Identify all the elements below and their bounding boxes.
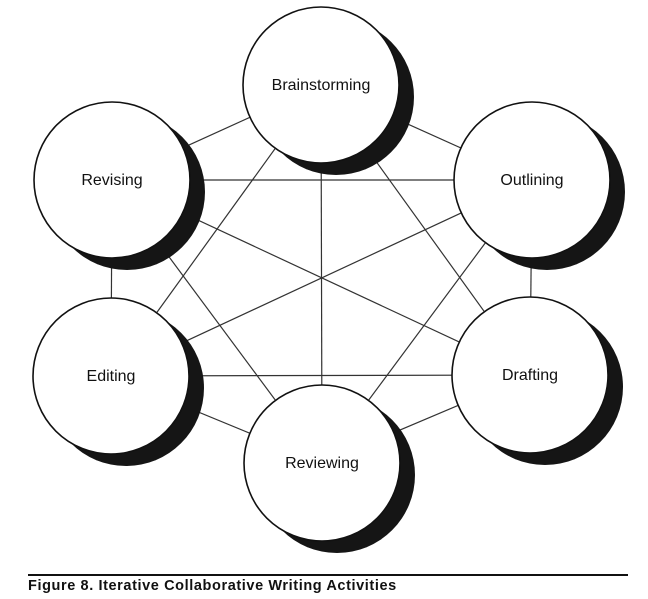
node-drafting: Drafting bbox=[451, 296, 623, 465]
node-circle bbox=[33, 101, 191, 259]
node-label-brainstorming: Brainstorming bbox=[272, 77, 371, 94]
node-circle bbox=[32, 297, 190, 455]
node-brainstorming: Brainstorming bbox=[242, 6, 414, 175]
node-reviewing: Reviewing bbox=[243, 384, 415, 553]
node-editing: Editing bbox=[32, 297, 204, 466]
node-outlining: Outlining bbox=[453, 101, 625, 270]
node-circle bbox=[243, 384, 401, 542]
caption-rule bbox=[28, 574, 628, 576]
node-circle bbox=[242, 6, 400, 164]
node-label-outlining: Outlining bbox=[500, 172, 563, 189]
node-label-drafting: Drafting bbox=[502, 367, 558, 384]
node-circle bbox=[453, 101, 611, 259]
node-label-revising: Revising bbox=[81, 172, 142, 189]
node-circle bbox=[451, 296, 609, 454]
figure-caption: Figure 8. Iterative Collaborative Writin… bbox=[28, 578, 397, 594]
node-label-editing: Editing bbox=[87, 368, 136, 385]
node-label-reviewing: Reviewing bbox=[285, 455, 359, 472]
node-revising: Revising bbox=[33, 101, 205, 270]
